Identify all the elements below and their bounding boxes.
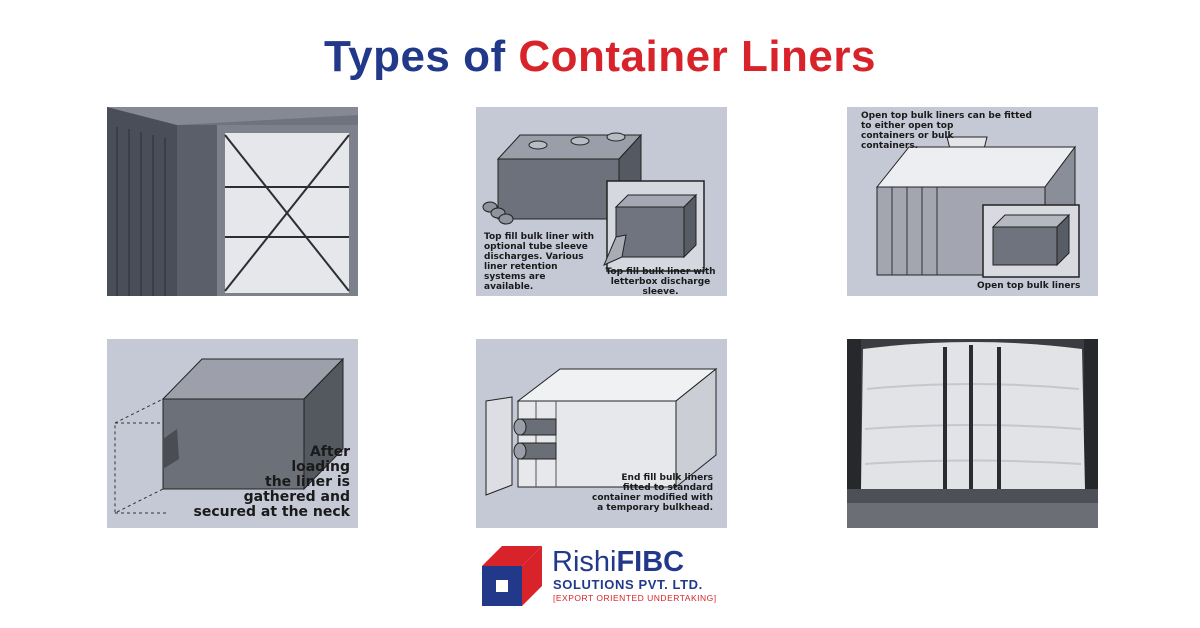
logo-company-name: RishiFIBC [552,546,684,578]
title-part-2: Container Liners [518,32,876,81]
open-top-liner-drawing [875,136,1080,278]
caption-end-fill: End fill bulk liners fitted to standard … [592,473,714,513]
caption-open-top-label: Open top bulk liners [977,281,1081,291]
panel-top-fill-liner: Top fill bulk liner with optional tube s… [476,107,727,296]
panel-gathered-liner: After loading the liner is gathered and … [107,339,358,528]
panel-photo-liner-container [107,107,358,296]
caption-gathered-liner: After loading the liner is gathered and … [193,444,350,520]
panel-end-fill-liner: End fill bulk liners fitted to standard … [476,339,727,528]
logo-name-regular: Rishi [552,546,617,578]
logo-mark-icon [482,546,542,606]
caption-open-top-fitted: Open top bulk liners can be fitted to ei… [861,111,1032,151]
logo-subtitle: SOLUTIONS PVT. LTD. [553,577,703,592]
top-fill-liner-drawing [482,132,705,272]
title-part-1: Types of [323,32,506,81]
logo-tagline: [EXPORT ORIENTED UNDERTAKING] [553,593,717,603]
company-logo: RishiFIBC SOLUTIONS PVT. LTD. [EXPORT OR… [482,546,732,608]
end-fill-liner-drawing [485,367,718,496]
filled-liner-photo [847,339,1098,528]
caption-top-fill-tube: Top fill bulk liner with optional tube s… [484,232,595,292]
container-liner-photo [107,107,358,296]
panel-photo-filled-liner [847,339,1098,528]
caption-top-fill-letterbox: Top fill bulk liner with letterbox disch… [605,267,716,296]
page-title: Types of Container Liners [0,32,1200,82]
logo-name-bold: FIBC [616,546,685,578]
gathered-liner-drawing [114,357,345,514]
panel-open-top-liner: Open top bulk liners can be fitted to ei… [847,107,1098,296]
